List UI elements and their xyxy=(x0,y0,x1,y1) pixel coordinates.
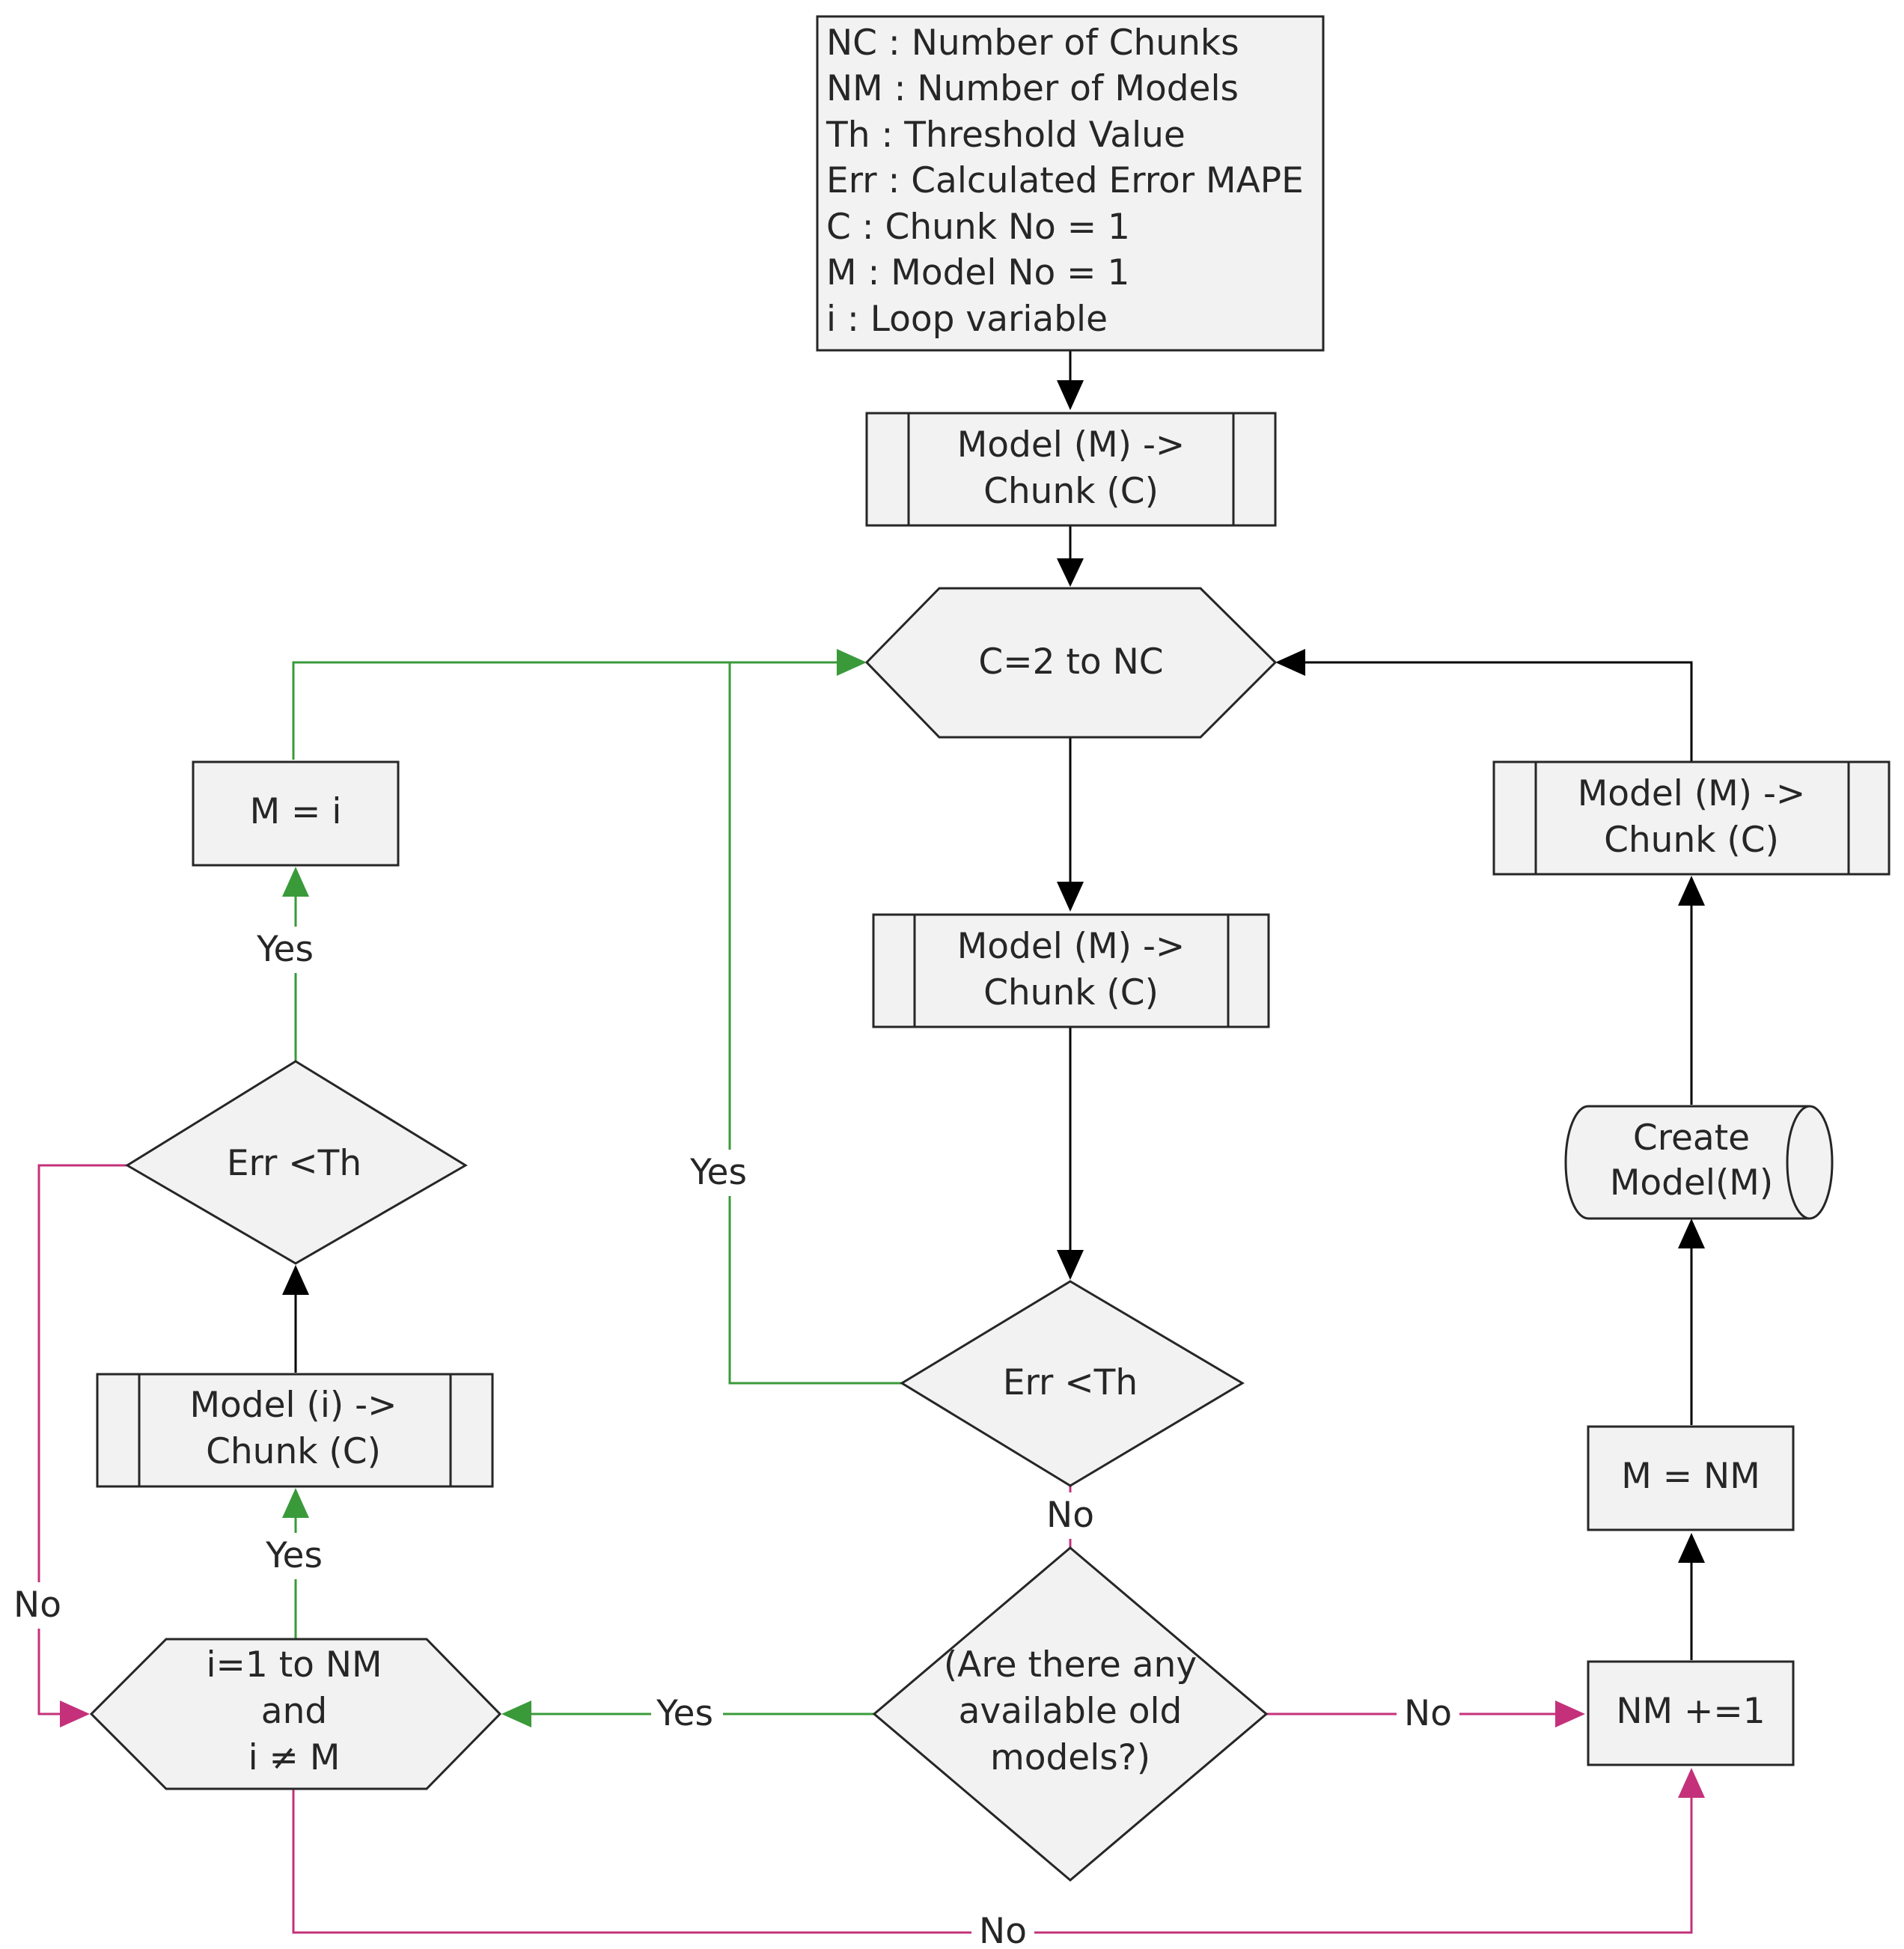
process-right-line-1: Model (M) -> xyxy=(1578,773,1806,814)
process-right: Model (M) -> Chunk (C) xyxy=(1492,760,1891,876)
legend-line: i : Loop variable xyxy=(826,299,1108,340)
arrowhead-increment-to-assign-nm xyxy=(1678,1533,1705,1563)
arrowhead-legend-to-process-top xyxy=(1057,380,1084,410)
edge-decision-left-no-to-loop-models xyxy=(37,1164,127,1715)
create-model-storage: Create Model(M) xyxy=(1564,1105,1834,1220)
process-mid-line-1: Model (M) -> xyxy=(957,926,1186,967)
legend-line: Err : Calculated Error MAPE xyxy=(826,160,1304,201)
edge-labels: Yes No Yes No Yes Yes No No xyxy=(7,927,1459,1949)
arrowhead-process-right-to-loop xyxy=(1275,649,1305,676)
arrowhead-process-top-to-loop xyxy=(1057,558,1084,587)
process-left: Model (i) -> Chunk (C) xyxy=(96,1373,494,1488)
decision-old-line-1: (Are there any xyxy=(944,1644,1197,1686)
edge-label-no: No xyxy=(1404,1693,1452,1734)
decision-old-models: (Are there any available old models?) xyxy=(872,1546,1269,1882)
process-left-line-1: Model (i) -> xyxy=(189,1385,397,1426)
assign-m-i: M = i xyxy=(192,760,400,867)
arrowhead-assign-nm-to-create xyxy=(1678,1218,1705,1248)
decision-mid-label: Err <Th xyxy=(1003,1362,1138,1403)
arrowhead-old-yes-to-loop-models xyxy=(501,1701,531,1727)
arrowhead-old-no-to-increment xyxy=(1555,1701,1585,1727)
decision-mid: Err <Th xyxy=(900,1280,1245,1487)
decision-left-label: Err <Th xyxy=(227,1143,361,1184)
loop-models-line-1: i=1 to NM xyxy=(206,1644,382,1686)
edge-label-no: No xyxy=(13,1584,61,1626)
edge-label-no: No xyxy=(979,1911,1027,1949)
edge-label-yes: Yes xyxy=(256,929,314,970)
loop-models: i=1 to NM and i ≠ M xyxy=(89,1638,502,1790)
loop-chunks-label: C=2 to NC xyxy=(978,641,1163,683)
loop-models-line-3: i ≠ M xyxy=(248,1737,341,1778)
process-top-line-1: Model (M) -> xyxy=(957,424,1186,466)
arrowhead-create-to-process-right xyxy=(1678,876,1705,906)
create-model-line-1: Create xyxy=(1633,1117,1750,1159)
arrowhead-assign-m-i-to-loop xyxy=(837,649,867,676)
edge-label-yes: Yes xyxy=(265,1535,323,1576)
edge-assign-m-i-to-loop xyxy=(292,661,838,760)
process-left-line-2: Chunk (C) xyxy=(206,1431,381,1472)
assign-m-i-label: M = i xyxy=(250,791,342,832)
edge-decision-mid-yes-to-loop xyxy=(728,662,902,1385)
legend-line: Th : Threshold Value xyxy=(826,115,1186,156)
decision-left: Err <Th xyxy=(125,1060,468,1265)
increment-nm: NM +=1 xyxy=(1587,1660,1795,1766)
assign-m-nm-label: M = NM xyxy=(1621,1456,1760,1497)
loop-models-line-2: and xyxy=(261,1691,327,1732)
arrowhead-loop-to-process-mid xyxy=(1057,882,1084,912)
process-right-line-2: Chunk (C) xyxy=(1604,820,1779,861)
process-top-line-2: Chunk (C) xyxy=(983,471,1159,512)
edge-label-yes: Yes xyxy=(689,1152,747,1193)
edge-process-right-to-loop xyxy=(1304,661,1693,762)
decision-old-line-2: available old xyxy=(959,1691,1183,1732)
legend-line: M : Model No = 1 xyxy=(826,252,1129,293)
process-mid-line-2: Chunk (C) xyxy=(983,972,1159,1013)
arrowhead-loop-models-no-to-increment xyxy=(1678,1768,1705,1798)
process-top: Model (M) -> Chunk (C) xyxy=(865,412,1277,527)
legend-line: C : Chunk No = 1 xyxy=(826,207,1130,248)
legend-line: NC : Number of Chunks xyxy=(826,22,1239,64)
legend-box: NC : Number of Chunks NM : Number of Mod… xyxy=(816,15,1325,352)
arrowhead-loop-models-yes-to-process-left xyxy=(282,1488,309,1518)
edge-label-yes: Yes xyxy=(656,1693,713,1734)
assign-m-nm: M = NM xyxy=(1587,1425,1795,1531)
create-model-line-2: Model(M) xyxy=(1610,1162,1773,1204)
arrowhead-process-mid-to-decision-mid xyxy=(1057,1250,1084,1280)
process-mid: Model (M) -> Chunk (C) xyxy=(872,913,1270,1028)
edge-label-no: No xyxy=(1046,1495,1094,1536)
arrowhead-decision-left-yes-to-assign xyxy=(282,867,309,897)
loop-chunks: C=2 to NC xyxy=(864,587,1278,739)
decision-old-line-3: models?) xyxy=(990,1737,1150,1778)
legend-line: NM : Number of Models xyxy=(826,68,1239,109)
increment-nm-label: NM +=1 xyxy=(1616,1691,1765,1732)
arrowhead-decision-left-no-to-loop-models xyxy=(60,1701,90,1727)
arrowhead-process-left-to-decision-left xyxy=(282,1265,309,1295)
